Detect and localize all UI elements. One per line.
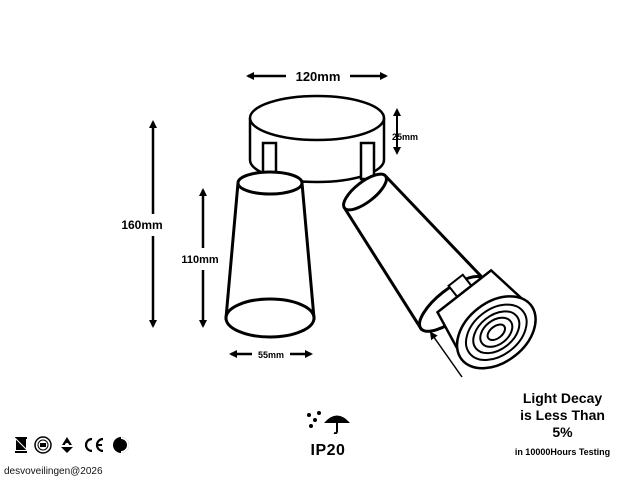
kema-mark-icon — [34, 436, 52, 459]
total-height-label: 160mm — [121, 218, 162, 232]
width-label: 120mm — [296, 69, 341, 84]
shade-diameter-dimension: 55mm — [229, 350, 313, 360]
weee-bin-icon — [14, 436, 28, 459]
ip-rating: IP20 — [296, 410, 360, 460]
base-height-label: 25mm — [392, 132, 418, 142]
rain-umbrella-icon — [307, 411, 350, 435]
light-decay-note: in 10000Hours Testing — [514, 447, 611, 457]
shade-diameter-label: 55mm — [258, 350, 284, 360]
ip-rating-label: IP20 — [310, 442, 346, 459]
light-decay-block: Light Decay is Less Than 5% in 10000Hour… — [495, 390, 630, 461]
ceiling-base — [248, 94, 386, 184]
light-decay-line3: 5% — [552, 424, 573, 440]
shade-height-dimension: 110mm — [181, 188, 219, 328]
certification-marks — [14, 436, 130, 459]
left-shade — [224, 170, 316, 339]
base-height-dimension: 25mm — [392, 108, 418, 155]
green-dot-icon — [112, 436, 130, 459]
shade-height-label: 110mm — [181, 254, 219, 266]
recycle-mark-icon — [58, 436, 76, 459]
ce-mark-icon — [82, 436, 106, 459]
light-decay-line1: Light Decay — [522, 390, 603, 406]
light-beam-arrow — [429, 331, 463, 378]
light-decay-line2: is Less Than — [520, 407, 605, 423]
watermark: desvoveilingen@2026 — [4, 466, 103, 477]
width-dimension: 120mm — [246, 69, 388, 84]
total-height-dimension: 160mm — [121, 120, 163, 328]
gu10-bulb — [435, 268, 537, 370]
